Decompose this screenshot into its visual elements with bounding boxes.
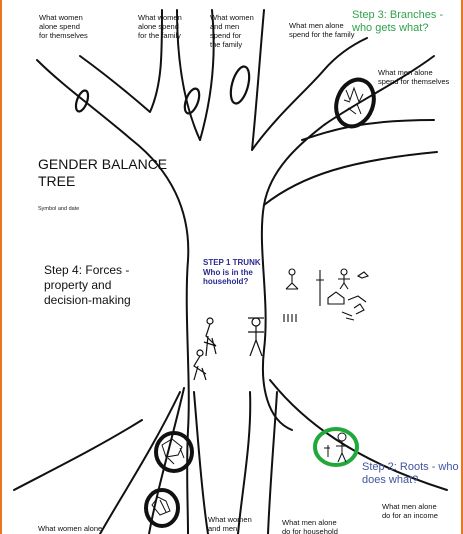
root-circle-2 xyxy=(146,490,178,526)
woman-figure-2-head xyxy=(197,350,203,356)
root-label-women-and-men: What women and men xyxy=(208,515,262,533)
step4-forces-label: Step 4: Forces - property and decision-m… xyxy=(44,263,131,308)
symbol-tall-figure xyxy=(316,270,324,306)
branch-mark-left xyxy=(74,89,91,113)
woman-figure-2-body xyxy=(194,356,206,380)
symbol-and-date-note: Symbol and date xyxy=(38,206,79,212)
symbol-house xyxy=(328,292,344,304)
woman-figure-head xyxy=(207,318,213,324)
tree-outline-right xyxy=(262,56,434,430)
root-label-men-alone-income: What men alone do for an income xyxy=(382,502,460,520)
symbol-person-body xyxy=(286,275,298,289)
branch-outline-5 xyxy=(302,120,434,140)
tree-title: GENDER BALANCE TREE xyxy=(38,156,167,190)
branch-label-women-alone-self: What women alone spend for themselves xyxy=(39,13,107,40)
root-label-women-alone: What women alone xyxy=(38,524,118,533)
root-outline-3 xyxy=(238,392,250,534)
step2-roots-label: Step 2: Roots - who does what? xyxy=(362,461,459,487)
branch-label-women-and-men-family: What women and men spend for the family xyxy=(210,13,260,49)
symbol-bird xyxy=(358,272,368,278)
household-symbols xyxy=(284,269,368,322)
root-outline-6 xyxy=(100,392,180,534)
symbol-animal xyxy=(348,296,366,314)
branch-mark-middle-2 xyxy=(227,65,252,106)
woman-figure-body xyxy=(204,324,216,356)
root-label-men-alone-household: What men alone do for household xyxy=(282,518,354,534)
branch-label-men-alone-family: What men alone spend for the family xyxy=(289,21,361,39)
step3-branches-label: Step 3: Branches - who gets what? xyxy=(352,9,443,35)
green-root-circle xyxy=(315,429,357,465)
root-outline-7 xyxy=(14,420,142,490)
branch-label-men-alone-self: What men alone spend for themselves xyxy=(378,68,458,86)
man-figure-body xyxy=(248,326,264,356)
man-figure-head xyxy=(252,318,260,326)
stick-figure-root-head xyxy=(338,433,346,441)
step1-trunk-label: STEP 1 TRUNK Who is in the household? xyxy=(203,258,261,287)
branch-outline-6 xyxy=(264,152,437,205)
trunk-household-figures xyxy=(194,318,264,380)
symbol-figure-head xyxy=(341,269,347,275)
branch-label-women-alone-family: What women alone spend for the family xyxy=(138,13,198,40)
symbol-person-head xyxy=(289,269,295,275)
symbol-tool xyxy=(342,312,354,320)
symbol-tally xyxy=(284,314,296,322)
root-outline-4 xyxy=(194,392,208,534)
symbol-figure-body xyxy=(338,275,350,289)
